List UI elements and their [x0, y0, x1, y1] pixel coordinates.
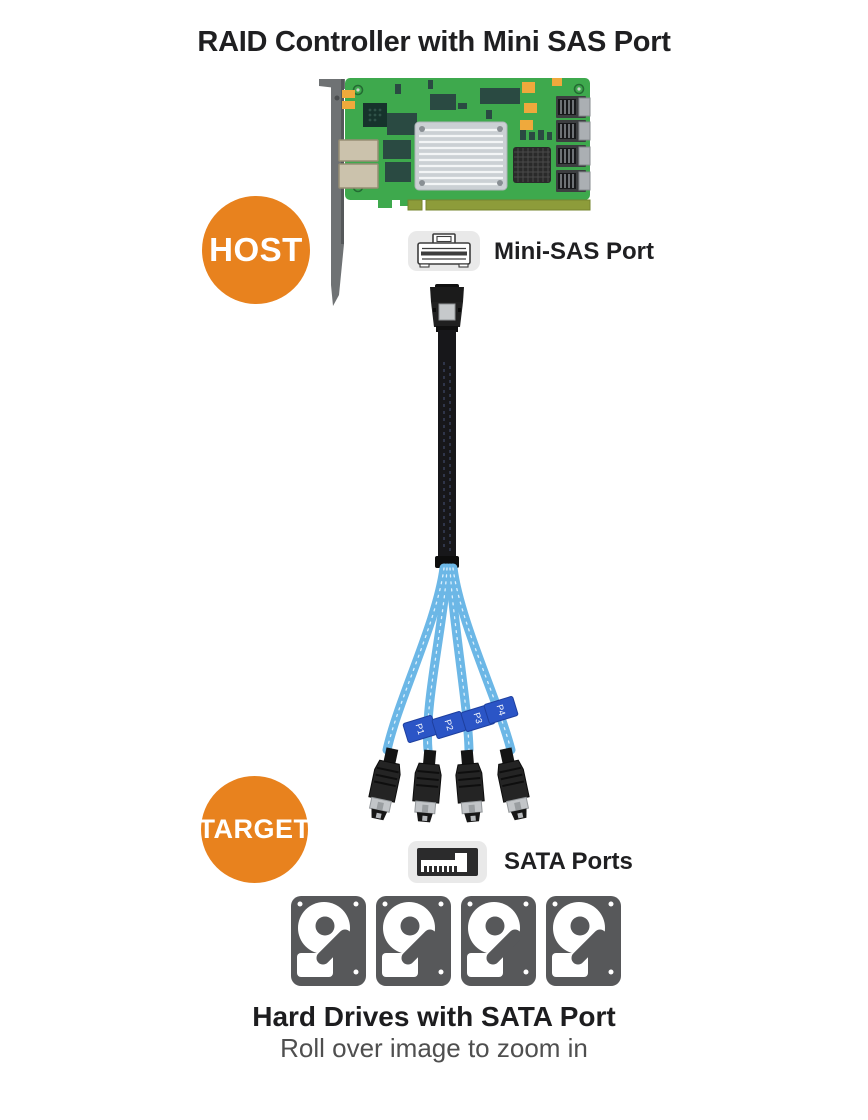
cable-tag-text: P3: [472, 711, 485, 724]
pci-bracket: [319, 79, 345, 306]
pcb-tab: [400, 200, 408, 206]
mini-sas-connector: [430, 284, 464, 332]
hard-drives-row: [290, 895, 622, 987]
sata-connector: [412, 749, 442, 823]
target-badge-label: TARGET: [198, 814, 311, 844]
diagram-title: RAID Controller with Mini SAS Port: [197, 26, 671, 58]
mini-sas-port-label: Mini-SAS Port: [494, 238, 654, 265]
zoom-hint: Roll over image to zoom in: [280, 1033, 588, 1063]
cable-tags: P1 P2 P3 P4: [402, 696, 519, 743]
cable-sleeve: [435, 330, 459, 568]
host-badge: HOST: [202, 196, 310, 304]
sata-ports-label: SATA Ports: [504, 848, 633, 875]
hard-drive-icon: [461, 896, 536, 986]
sata-port-icon: [417, 848, 478, 876]
pcb-tab: [378, 200, 392, 208]
sas-to-sata-breakout-cable: P1 P2 P3 P4: [368, 284, 530, 823]
pcie-edge-connector: [407, 199, 591, 211]
drives-caption: Hard Drives with SATA Port: [252, 1001, 616, 1032]
orange-components: [342, 78, 562, 130]
chips: [363, 80, 552, 182]
mini-sas-port-icon: [417, 233, 471, 268]
target-badge: TARGET: [198, 776, 311, 883]
mini-sas-ports: [556, 96, 591, 192]
heatsink: [414, 121, 508, 191]
sata-connectors: [368, 747, 530, 823]
hard-drive-icon: [376, 896, 451, 986]
mini-sas-port-iconbox: [408, 231, 480, 271]
hard-drive-icon: [546, 896, 621, 986]
cable-tag-text: P2: [443, 718, 456, 731]
sata-connector: [455, 749, 485, 823]
sata-port-iconbox: [408, 841, 487, 883]
cable-tag: P4: [483, 696, 519, 724]
card-side-connectors: [338, 139, 379, 189]
host-badge-label: HOST: [209, 231, 303, 268]
hard-drive-icon: [291, 896, 366, 986]
raid-controller-card: [319, 78, 591, 306]
cable-tag: P1: [402, 715, 438, 743]
sata-connector: [497, 747, 530, 821]
chip-heatsink: [513, 147, 551, 183]
sata-connector: [368, 747, 401, 821]
cable-tag-text: P4: [495, 703, 508, 716]
cable-tag-text: P1: [414, 722, 427, 735]
